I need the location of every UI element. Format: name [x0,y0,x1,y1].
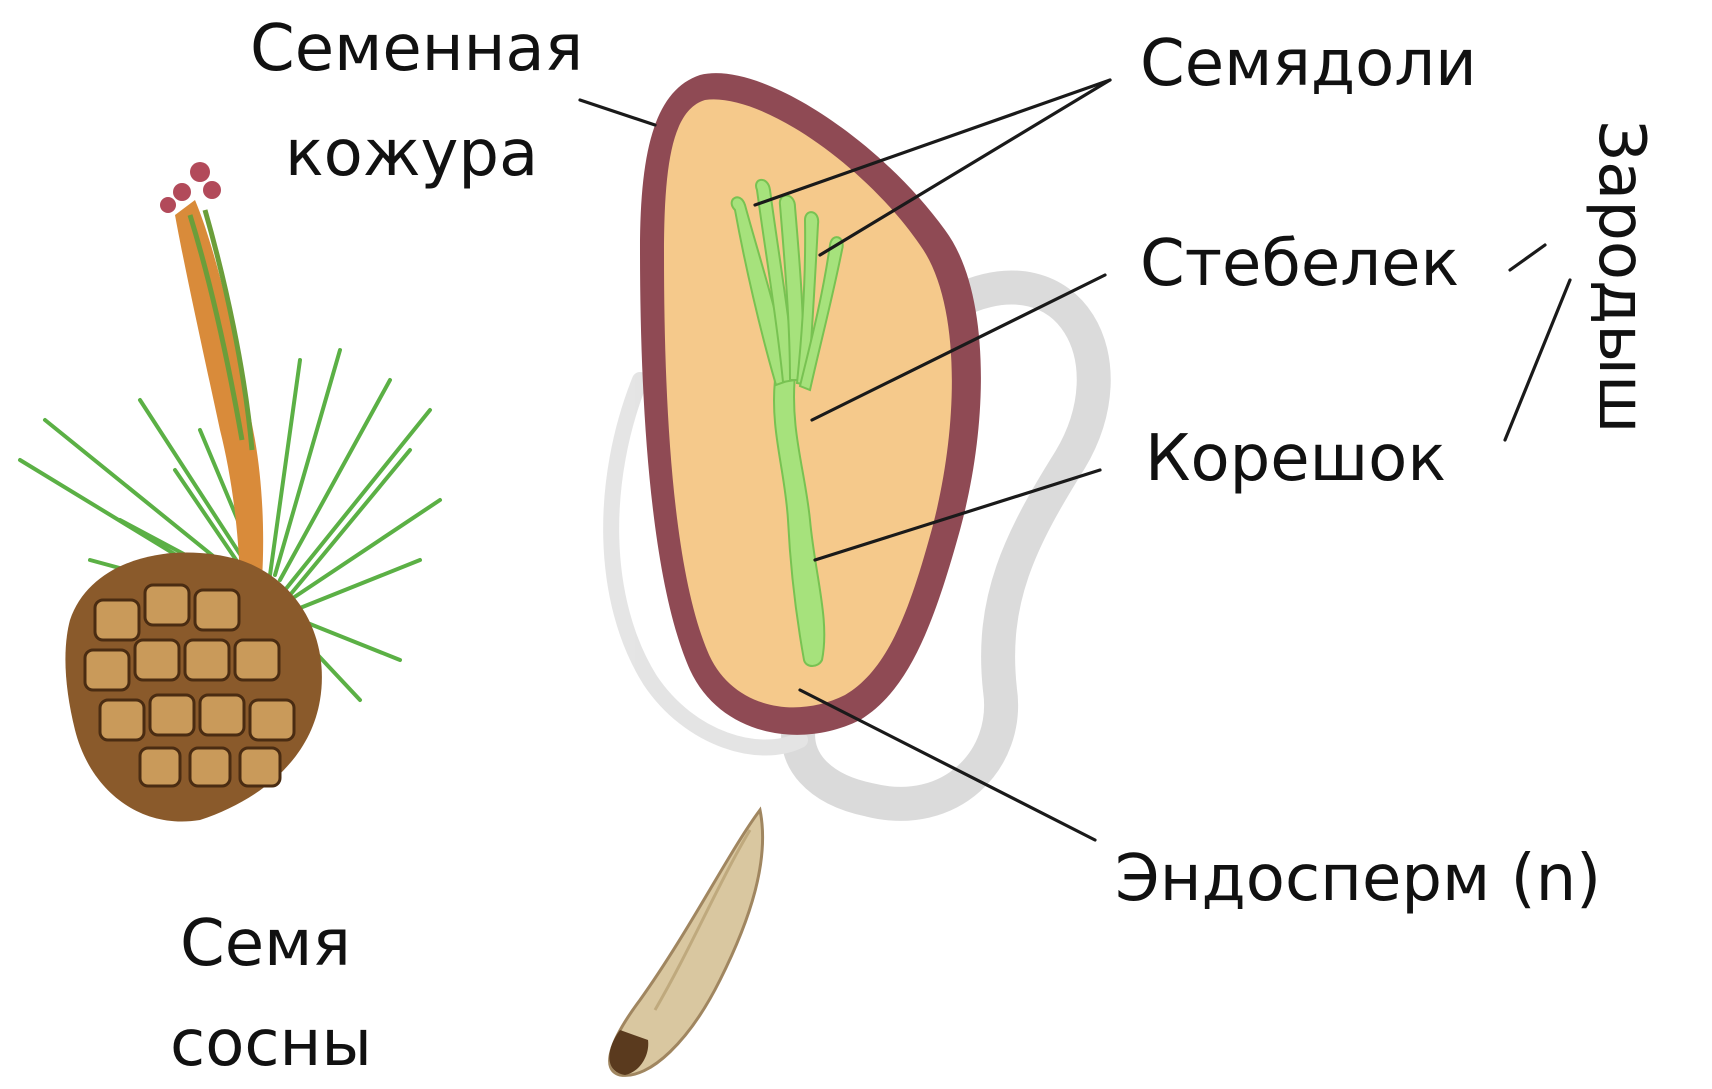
winged-seed-husk [609,810,762,1075]
pine-branch-illustration [20,162,440,822]
leader-endosperm [800,690,1095,840]
pine-cone [65,553,321,822]
leader-embryo-stem [1510,245,1545,270]
seed-cross-section [640,73,981,735]
label-pine-seed-line1: Семя [180,907,351,981]
label-embryo: Зародыш [1584,120,1658,433]
label-root: Корешок [1145,422,1446,496]
leader-embryo-root [1505,280,1570,440]
leader-seed-coat [580,100,655,125]
pine-shoot [160,162,263,580]
label-seed-coat-line2: кожура [285,117,538,191]
label-stem: Стебелек [1140,227,1459,301]
label-pine-seed-line2: сосны [170,1007,372,1081]
label-cotyledons: Семядоли [1140,27,1477,101]
label-seed-coat-line1: Семенная [250,12,583,86]
label-endosperm: Эндосперм (n) [1115,842,1601,916]
